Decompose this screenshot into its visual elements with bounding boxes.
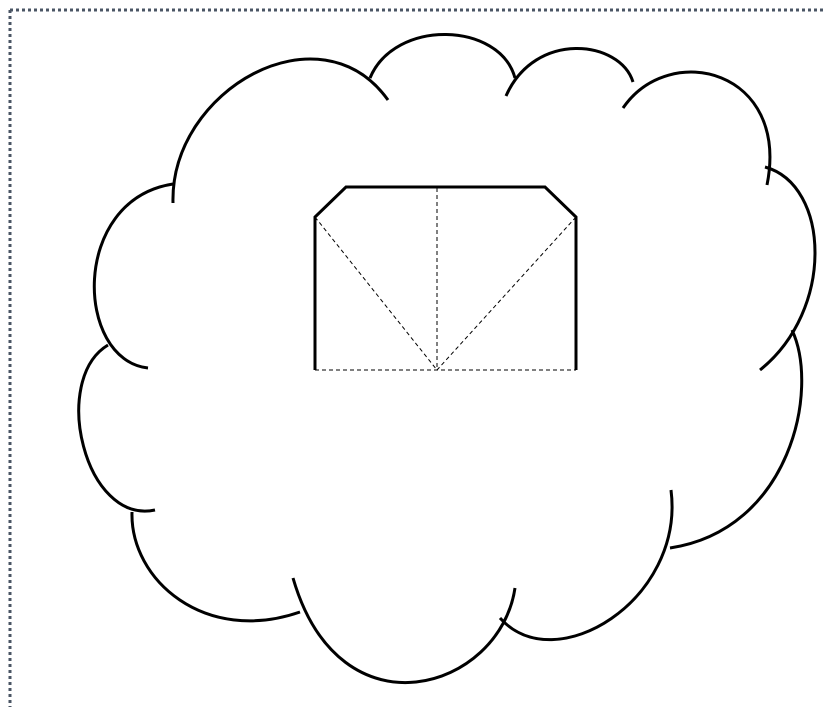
rectangle-outline bbox=[315, 187, 576, 370]
cloud-arc-top-middle bbox=[370, 34, 515, 78]
cloud-arc-bottom-middle bbox=[293, 578, 515, 683]
cloud-arc-right-lower bbox=[670, 330, 802, 548]
cloud-arc-top-right-small bbox=[506, 48, 633, 96]
fold-lines bbox=[315, 188, 576, 370]
frame-border bbox=[10, 10, 826, 707]
cloud-arc-left-lower bbox=[79, 345, 155, 511]
fold-line-left-diagonal bbox=[315, 217, 437, 370]
cloud-arc-left-upper bbox=[94, 184, 173, 368]
fold-line-right-diagonal bbox=[437, 217, 576, 370]
cloud-arc-right-middle bbox=[760, 167, 815, 370]
cut-corner-rectangle bbox=[315, 187, 576, 370]
cloud-arc-right-top bbox=[623, 72, 770, 185]
cloud-arc-bottom-left bbox=[132, 512, 300, 621]
cloud-arc-upper-left bbox=[173, 59, 388, 203]
cloud-arc-bottom-right bbox=[500, 490, 672, 640]
